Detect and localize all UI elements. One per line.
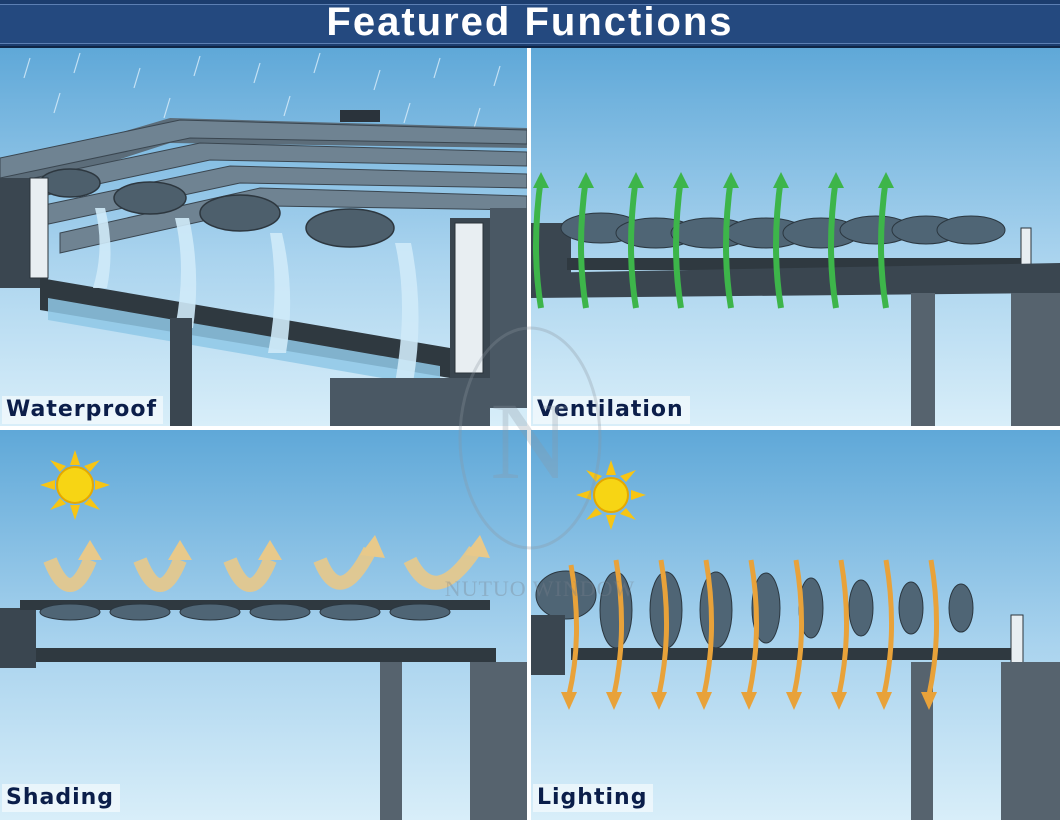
water-icon: [93, 208, 419, 383]
lighting-illustration: [531, 460, 1060, 820]
title-band: [0, 4, 1060, 44]
page-title: Featured Functions: [326, 0, 734, 44]
ventilation-label: Ventilation: [533, 396, 690, 424]
sun-icon: [576, 460, 646, 530]
panel-ventilation: Ventilation: [531, 48, 1060, 426]
lighting-label: Lighting: [533, 784, 654, 812]
waterproof-illustration: [0, 52, 527, 426]
shading-label: Shading: [2, 784, 121, 812]
panel-lighting: Lighting: [531, 430, 1060, 820]
shading-illustration: [0, 450, 527, 820]
waterproof-label: Waterproof: [2, 396, 164, 424]
sun-icon: [40, 450, 110, 520]
reflected-light-arrow-icon: [43, 546, 481, 592]
ventilation-illustration: [531, 172, 1060, 426]
light-arrow-icon: [566, 559, 939, 696]
rain-icon: [23, 52, 501, 129]
panel-waterproof: Waterproof: [0, 48, 527, 426]
title-bar: Featured Functions: [0, 0, 1060, 48]
airflow-arrow-icon: [533, 177, 889, 309]
panel-shading: Shading: [0, 430, 527, 820]
